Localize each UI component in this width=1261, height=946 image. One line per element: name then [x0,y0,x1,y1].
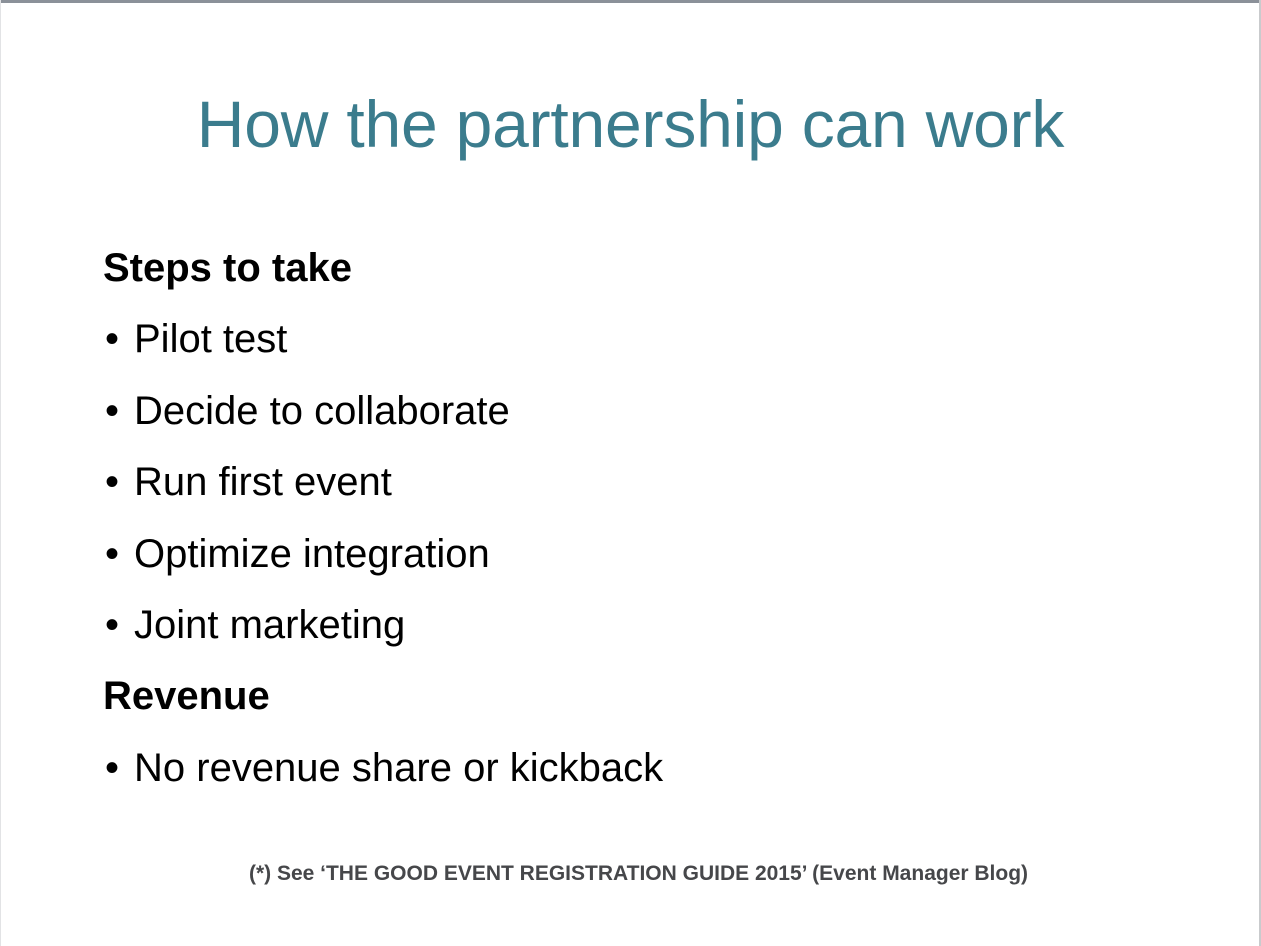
bullet-dot-icon: • [105,531,120,576]
bullet-item-label: Decide to collaborate [134,388,510,433]
section-heading-label: Steps to take [103,246,352,290]
bullet-dot-icon: • [105,745,120,790]
slide-left-border [0,0,1,946]
section-heading-steps: Steps to take [103,246,1103,317]
bullet-item-joint-marketing: • Joint marketing [103,603,1103,674]
bullet-dot-icon: • [105,317,120,362]
slide-body: Steps to take • Pilot test • Decide to c… [103,246,1103,817]
slide-right-border [1259,0,1261,946]
bullet-dot-icon: • [105,388,120,433]
bullet-item-optimize-integration: • Optimize integration [103,532,1103,603]
bullet-item-label: Joint marketing [134,602,406,647]
bullet-item-no-revenue-share: • No revenue share or kickback [103,746,1103,817]
slide-top-border [0,0,1261,3]
bullet-item-label: No revenue share or kickback [134,745,664,790]
bullet-item-label: Run first event [134,460,392,505]
section-heading-label: Revenue [103,674,270,719]
slide-footnote: (*) See ‘THE GOOD EVENT REGISTRATION GUI… [248,862,1029,885]
bullet-item-pilot-test: • Pilot test [103,317,1103,388]
section-heading-revenue: Revenue [103,674,1103,745]
bullet-item-label: Optimize integration [134,531,490,576]
bullet-dot-icon: • [105,602,120,647]
bullet-item-run-first-event: • Run first event [103,460,1103,531]
bullet-dot-icon: • [105,460,120,505]
bullet-item-label: Pilot test [134,317,288,362]
slide-title: How the partnership can work [196,87,1065,161]
bullet-item-decide-to-collaborate: • Decide to collaborate [103,389,1103,460]
